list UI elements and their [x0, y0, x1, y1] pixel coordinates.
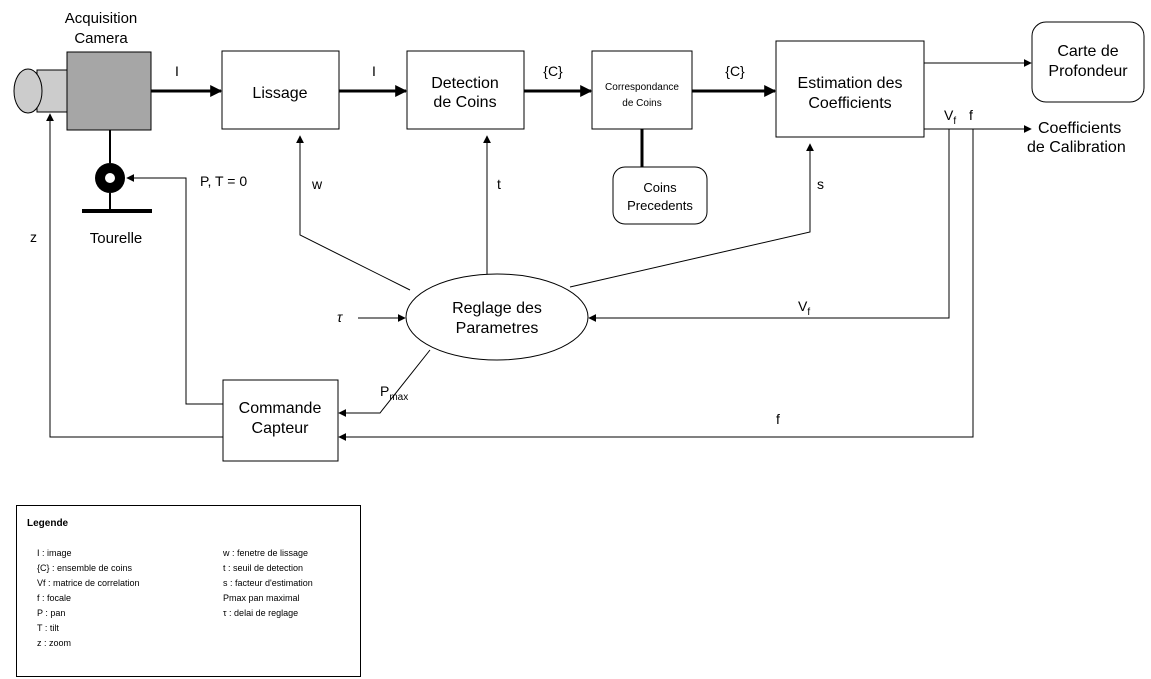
legend-item: T : tilt: [37, 623, 59, 633]
signal-f-top: f: [969, 107, 973, 123]
legend-item: I : image: [37, 548, 72, 558]
camera-label-line2: Camera: [74, 30, 128, 47]
signal-s: s: [817, 176, 824, 192]
estimation-label-line2: Coefficients: [808, 95, 891, 112]
arrow-reglage-estimation: [569, 143, 814, 288]
commande-label-line1: Commande: [239, 400, 322, 417]
signal-w: w: [311, 176, 323, 192]
coef-calib-label-line1: Coefficients: [1038, 120, 1121, 137]
tourelle-label: Tourelle: [90, 230, 143, 247]
signal-pmax: Pmax: [380, 383, 408, 403]
coins-precedents-block: [612, 166, 708, 225]
signal-I-2: I: [372, 63, 376, 79]
arrow-reglage-commande: [338, 349, 431, 417]
correspondance-label-line1: Correspondance: [605, 82, 679, 93]
reglage-label-line2: Parametres: [456, 320, 539, 337]
signal-pt0: P, T = 0: [200, 173, 247, 189]
legend-item: z : zoom: [37, 638, 72, 648]
signal-vf-top-v: V: [944, 107, 954, 123]
detection-block: [406, 50, 525, 130]
detection-label-line2: de Coins: [433, 94, 496, 111]
legend-item: f : focale: [37, 593, 72, 603]
arrow-reglage-lissage: [296, 135, 411, 291]
legend-item: P : pan: [37, 608, 66, 618]
carte-label-line1: Carte de: [1057, 43, 1118, 60]
legend: Legende I : image {C} : ensemble de coin…: [16, 505, 361, 677]
commande-block: [222, 379, 339, 462]
coins-prec-label-line2: Precedents: [627, 198, 693, 213]
coef-calib-label-line2: de Calibration: [1027, 139, 1126, 156]
legend-item: s : facteur d'estimation: [223, 578, 313, 588]
signal-pmax-p: P: [380, 383, 389, 399]
legend-left-column: I : image {C} : ensemble de coins Vf : m…: [37, 546, 140, 651]
signal-I-1: I: [175, 63, 179, 79]
legend-item: Vf : matrice de correlation: [37, 578, 140, 588]
signal-t: t: [497, 176, 501, 192]
legend-item: {C} : ensemble de coins: [37, 563, 133, 573]
signal-vf-top: Vf: [944, 107, 956, 127]
signal-vf-mid: Vf: [798, 298, 810, 318]
estimation-label-line1: Estimation des: [798, 75, 903, 92]
camera-icon: [13, 51, 152, 131]
coins-prec-label-line1: Coins: [643, 180, 677, 195]
signal-C-2: {C}: [725, 63, 745, 79]
signal-tau: τ: [337, 309, 343, 325]
reglage-ellipse: [405, 273, 589, 361]
signal-vf-mid-v: V: [798, 298, 808, 314]
legend-title: Legende: [27, 518, 69, 529]
carte-label-line2: Profondeur: [1048, 63, 1128, 80]
signal-z: z: [30, 229, 37, 245]
correspondance-label-line2: de Coins: [622, 98, 661, 109]
camera-label-line1: Acquisition: [65, 10, 138, 27]
signal-pmax-sub: max: [389, 392, 408, 403]
legend-item: Pmax pan maximal: [223, 593, 300, 603]
lissage-block: [221, 50, 340, 130]
detection-label-line1: Detection: [431, 75, 499, 92]
tourelle-icon: [82, 130, 152, 213]
legend-right-column: w : fenetre de lissage t : seuil de dete…: [223, 546, 313, 621]
feedback-f: [338, 129, 974, 441]
signal-vf-mid-sub: f: [807, 307, 810, 318]
signal-vf-top-sub: f: [953, 116, 956, 127]
legend-item: w : fenetre de lissage: [223, 548, 309, 558]
signal-C-1: {C}: [543, 63, 563, 79]
feedback-vf: [588, 129, 950, 322]
commande-label-line2: Capteur: [252, 420, 310, 437]
carte-profondeur-block: [1031, 21, 1145, 103]
reglage-label-line1: Reglage des: [452, 300, 542, 317]
legend-item: τ : delai de reglage: [223, 608, 299, 618]
lissage-label: Lissage: [252, 85, 307, 102]
legend-item: t : seuil de detection: [223, 563, 304, 573]
arrow-commande-tourelle: [126, 174, 223, 405]
arrow-commande-camera: [46, 113, 223, 438]
signal-f-bottom: f: [776, 411, 780, 427]
